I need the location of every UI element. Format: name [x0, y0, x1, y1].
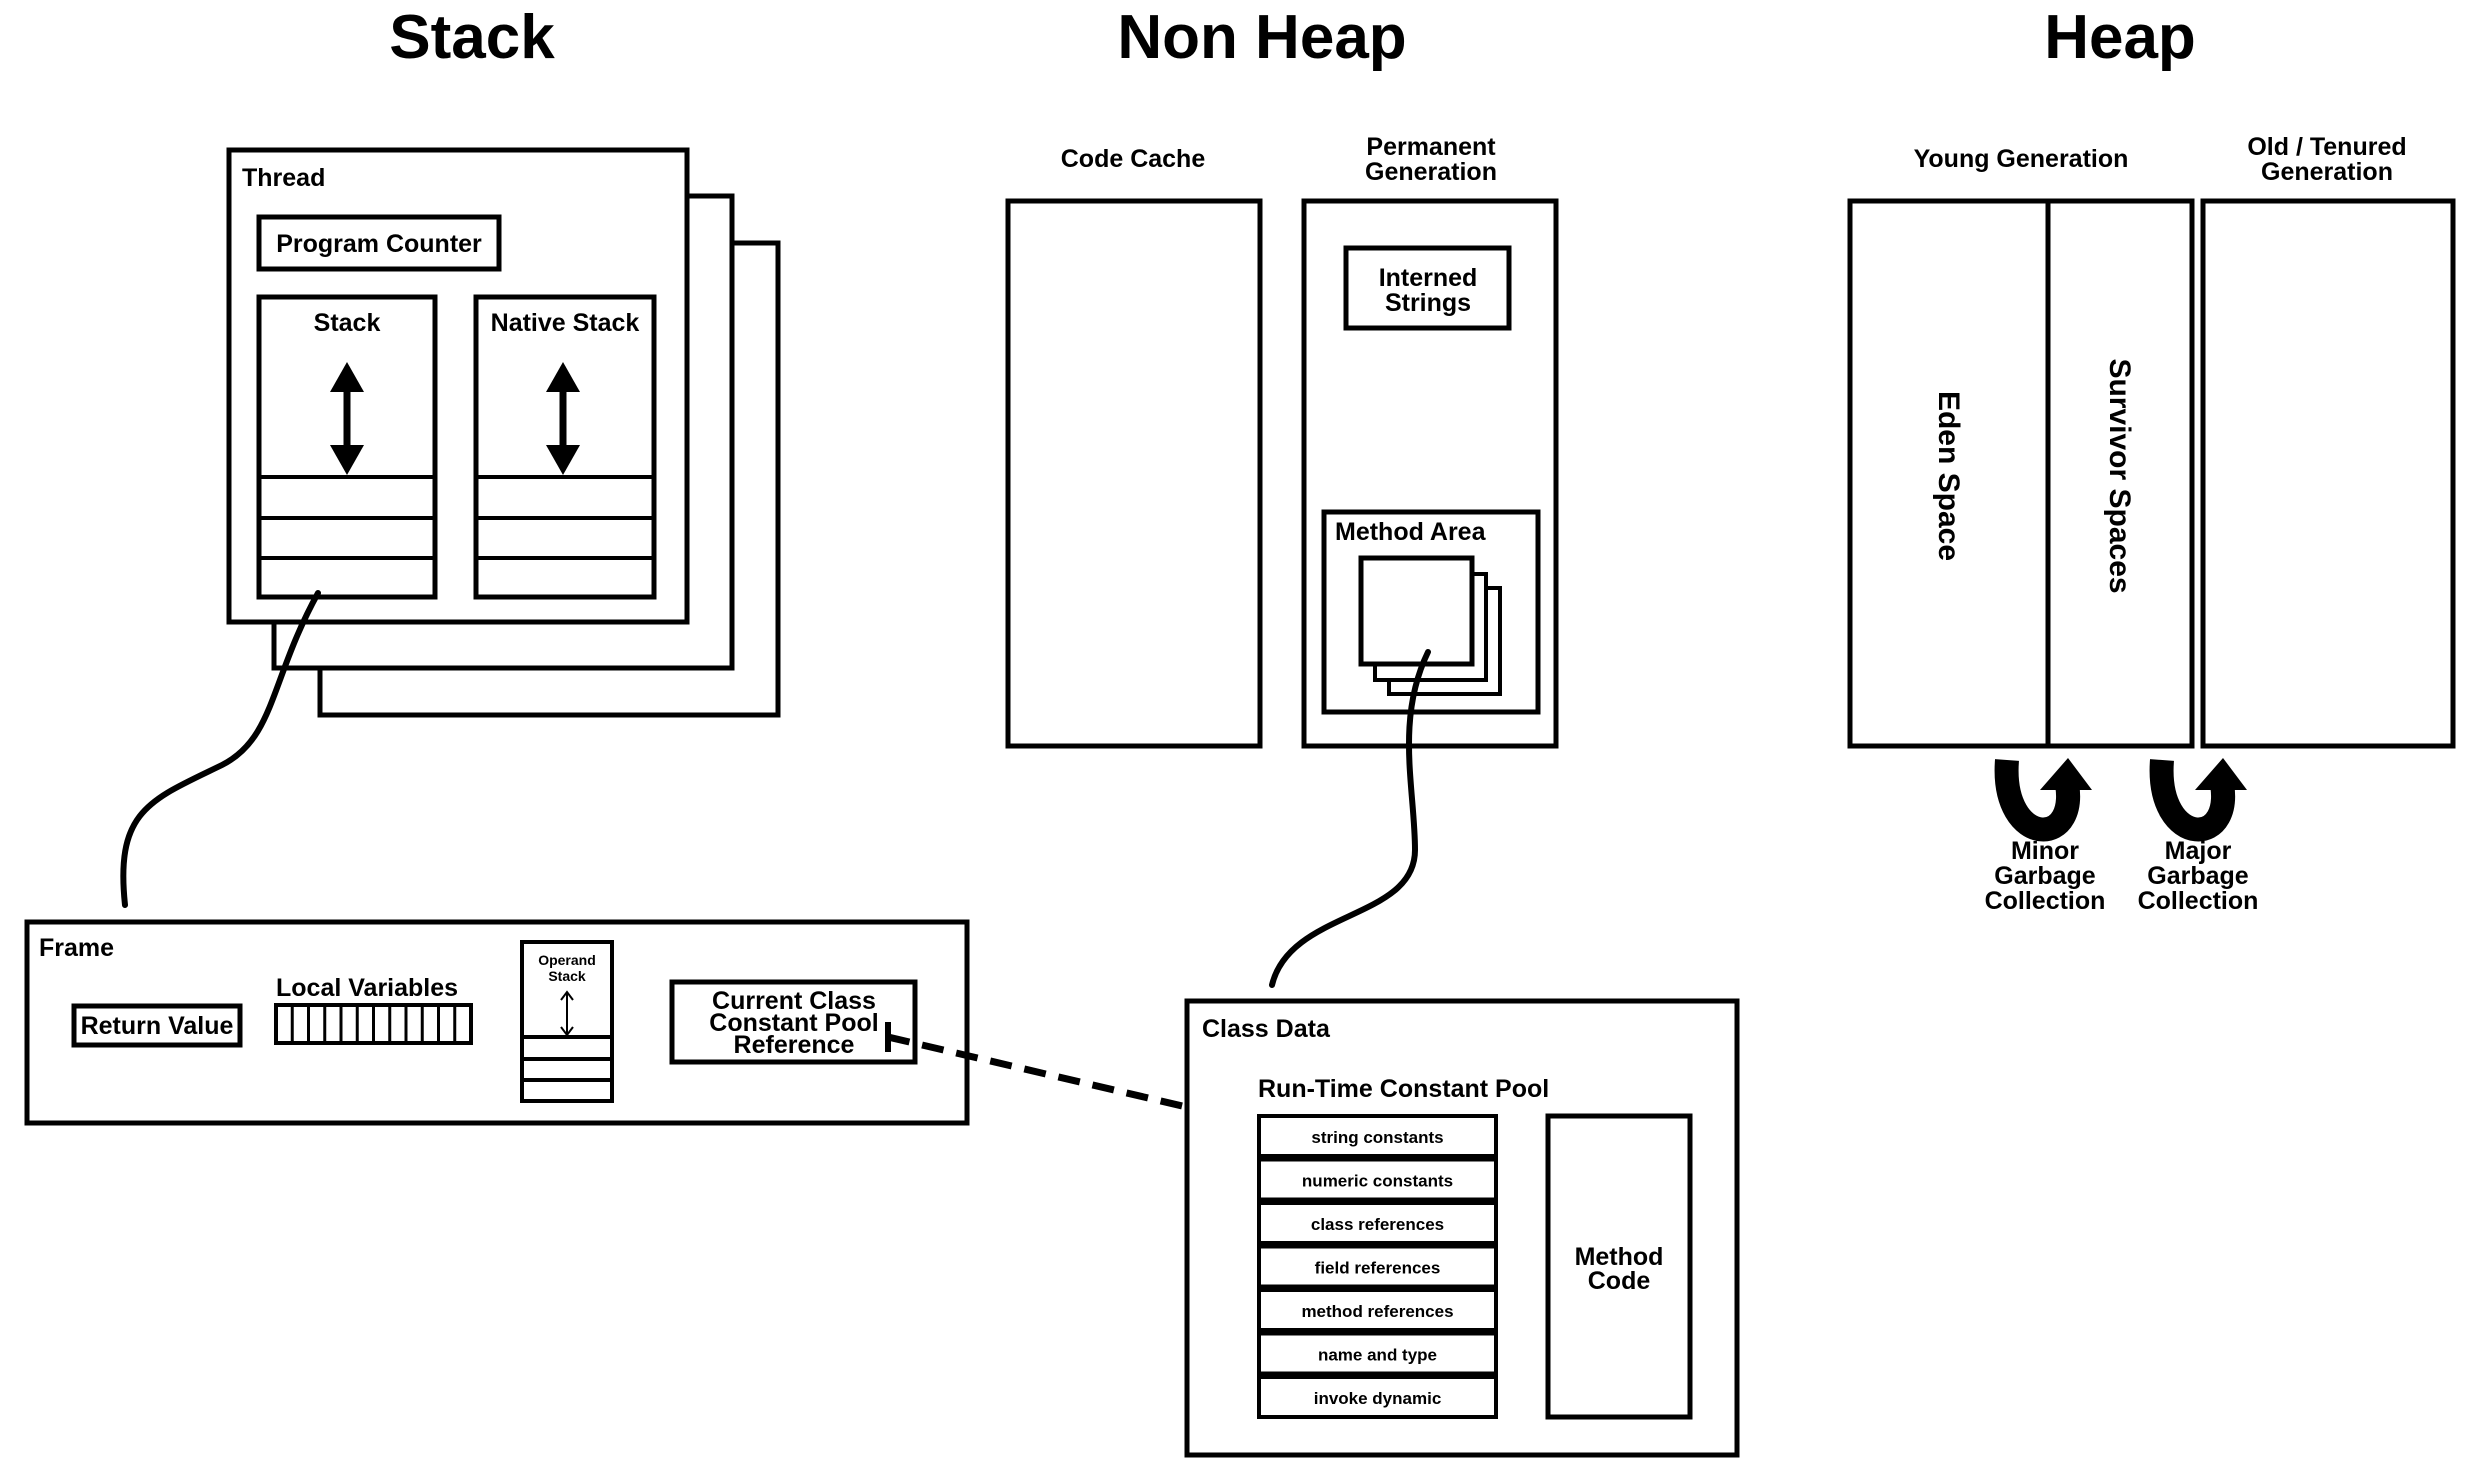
stack-growth-arrow-icon	[330, 362, 364, 475]
eden-space-label: Eden Space	[1932, 391, 1965, 561]
code-cache-label: Code Cache	[1061, 145, 1206, 173]
code-cache-box	[1005, 198, 1263, 749]
major-gc-line3: Collection	[2138, 887, 2259, 915]
current-class-line3: Reference	[734, 1031, 855, 1059]
native-stack-growth-arrow-icon	[546, 362, 580, 475]
constant-pool-reference-arrow	[885, 1022, 1242, 1120]
method-code-line2: Code	[1588, 1267, 1651, 1295]
pool-item-box	[1257, 1114, 1498, 1158]
young-generation-box	[1847, 198, 2195, 749]
class-data-group: Class Data Run-Time Constant Pool string…	[1184, 998, 1740, 1458]
pool-item-box	[1257, 1201, 1498, 1245]
interned-strings-line1: Interned	[1379, 264, 1478, 292]
major-gc-arrow-icon	[2149, 758, 2247, 842]
run-time-constant-pool-list: string constants numeric constants class r…	[1257, 1114, 1498, 1419]
code-cache-group: Code Cache	[1005, 145, 1263, 749]
operand-stack-label-line2: Stack	[548, 968, 586, 984]
minor-gc-line2: Garbage	[1994, 862, 2096, 890]
old-generation-group: Old / Tenured Generation	[2200, 133, 2456, 749]
interned-strings-box	[1343, 245, 1512, 331]
permanent-generation-line1: Permanent	[1366, 133, 1496, 161]
program-counter-box	[256, 214, 502, 272]
pool-item-box	[1257, 1331, 1498, 1376]
frame-group: Frame Return Value Local Variables Opera…	[24, 919, 970, 1126]
old-generation-line2: Generation	[2261, 158, 2393, 186]
return-value-label: Return Value	[81, 1012, 234, 1040]
pool-item-label: string constants	[1311, 1128, 1443, 1147]
class-data-label: Class Data	[1202, 1015, 1331, 1043]
major-gc-line2: Garbage	[2147, 862, 2249, 890]
young-generation-group: Young Generation Eden Space Survivor Spa…	[1847, 145, 2195, 749]
method-area-label: Method Area	[1335, 518, 1487, 546]
stack-title: Stack	[389, 3, 555, 72]
thread-label: Thread	[242, 164, 325, 192]
return-value-box	[71, 1003, 243, 1048]
frame-label: Frame	[39, 934, 114, 962]
method-code-line1: Method	[1575, 1243, 1664, 1271]
pool-item-label: name and type	[1318, 1346, 1437, 1365]
pool-item-label: field references	[1315, 1259, 1441, 1278]
native-stack-label: Native Stack	[491, 309, 640, 337]
permanent-generation-line2: Generation	[1365, 158, 1497, 186]
operand-stack-label-line1: Operand	[538, 952, 596, 968]
pool-item-box	[1257, 1244, 1498, 1289]
pool-item-box	[1257, 1375, 1498, 1419]
local-variables-array	[274, 1003, 473, 1045]
old-generation-line1: Old / Tenured	[2247, 133, 2406, 161]
program-counter-label: Program Counter	[276, 230, 482, 258]
stack-label: Stack	[314, 309, 381, 337]
method-area-to-class-data-connector	[1269, 649, 1431, 988]
pool-item-label: class references	[1311, 1215, 1444, 1234]
local-variables-label: Local Variables	[276, 974, 458, 1002]
current-class-box	[669, 979, 918, 1065]
minor-gc-line3: Collection	[1985, 887, 2106, 915]
pool-item-box	[1257, 1157, 1498, 1202]
non-heap-title: Non Heap	[1117, 3, 1406, 72]
permanent-generation-group: Permanent Generation Interned Strings Me…	[1301, 133, 1559, 749]
minor-gc-line1: Minor	[2011, 837, 2079, 865]
stack-to-frame-connector	[120, 590, 321, 908]
pool-item-box	[1257, 1288, 1498, 1332]
pool-item-label: invoke dynamic	[1314, 1389, 1442, 1408]
thread-group: Thread Program Counter Stack Native Stac…	[226, 147, 781, 718]
pool-item-label: numeric constants	[1302, 1172, 1453, 1191]
old-generation-box	[2200, 198, 2456, 749]
minor-gc-arrow-icon	[1994, 758, 2092, 842]
pool-item-label: method references	[1301, 1302, 1453, 1321]
current-class-line2: Constant Pool	[709, 1009, 878, 1037]
survivor-spaces-label: Survivor Spaces	[2103, 358, 2136, 593]
heap-title: Heap	[2044, 3, 2196, 72]
method-code-box	[1545, 1113, 1693, 1420]
interned-strings-line2: Strings	[1385, 289, 1471, 317]
major-gc-line1: Major	[2165, 837, 2232, 865]
method-area-card-1	[1358, 555, 1475, 667]
young-generation-label: Young Generation	[1914, 145, 2129, 173]
current-class-line1: Current Class	[712, 987, 876, 1015]
run-time-constant-pool-label: Run-Time Constant Pool	[1258, 1075, 1549, 1103]
